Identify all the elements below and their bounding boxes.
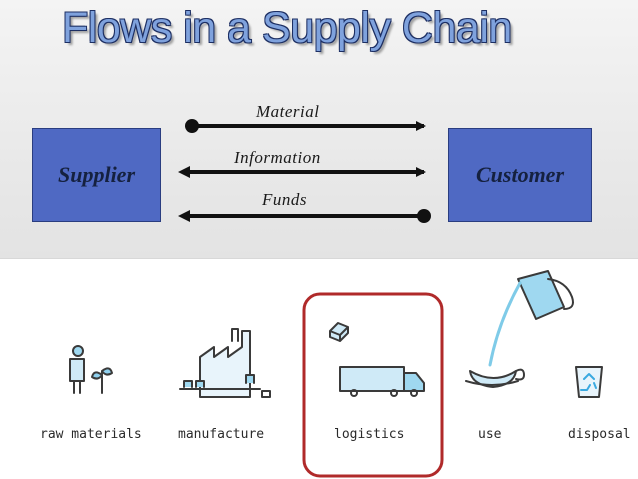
funds-label: Funds bbox=[262, 190, 307, 209]
teapot-cup-icon bbox=[465, 270, 574, 388]
stage-label-use: use bbox=[478, 427, 502, 442]
stage-label-raw-materials: raw materials bbox=[40, 427, 142, 442]
material-arrow bbox=[185, 119, 426, 133]
supplier-box: Supplier bbox=[32, 128, 161, 222]
flow-arrows bbox=[178, 119, 431, 223]
customer-label: Customer bbox=[475, 162, 565, 187]
material-origin-dot bbox=[185, 119, 199, 133]
funds-origin-dot bbox=[417, 209, 431, 223]
plant-person-icon bbox=[69, 345, 113, 394]
section-divider bbox=[0, 258, 638, 259]
supply-chain-illustration bbox=[69, 270, 603, 478]
stage-label-logistics: logistics bbox=[334, 427, 405, 442]
stage-label-disposal: disposal bbox=[568, 427, 631, 442]
information-label: Information bbox=[234, 148, 321, 167]
recycle-bin-icon bbox=[575, 366, 603, 398]
material-label: Material bbox=[256, 102, 320, 121]
factory-icon bbox=[179, 328, 271, 398]
page-title: Flows in a Supply Chain bbox=[62, 4, 512, 52]
logistics-highlight-frame bbox=[302, 292, 444, 478]
customer-box: Customer bbox=[448, 128, 592, 222]
funds-arrow bbox=[178, 209, 431, 223]
truck-icon bbox=[329, 322, 425, 397]
supplier-label: Supplier bbox=[57, 162, 136, 187]
information-arrow bbox=[178, 166, 426, 178]
stage-label-manufacture: manufacture bbox=[178, 427, 265, 442]
